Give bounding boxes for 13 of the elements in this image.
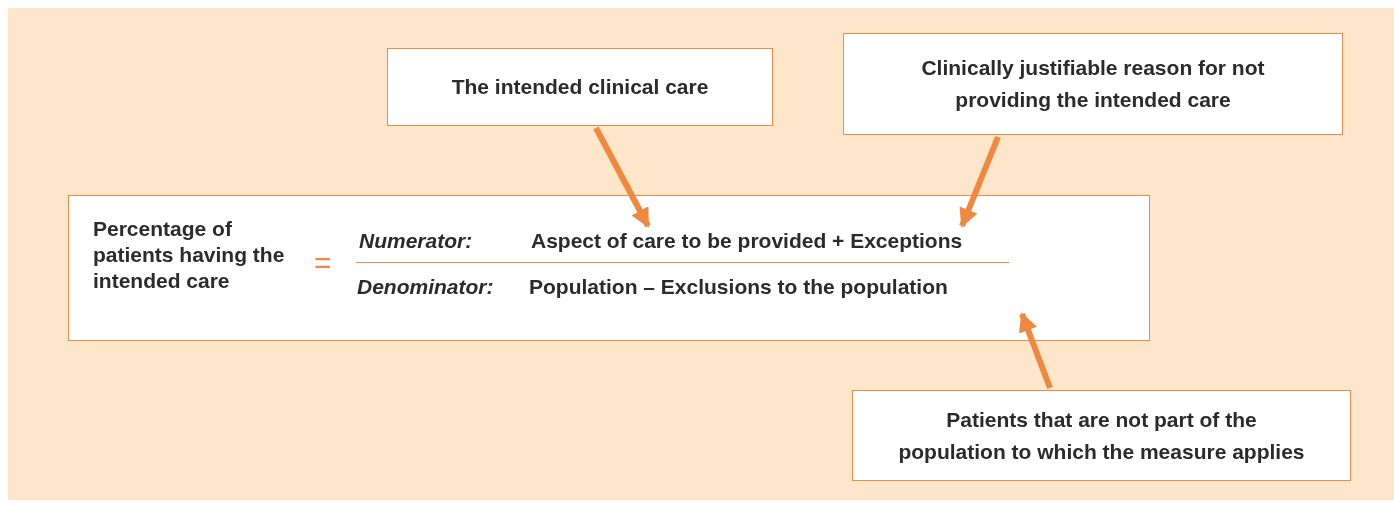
numerator-label: Numerator: — [359, 228, 473, 254]
callout-box: Clinically justifiable reason for not providing the intended care — [843, 33, 1343, 135]
arrow — [1019, 312, 1053, 390]
callout-box: The intended clinical care — [387, 48, 773, 126]
denominator-label: Denominator: — [357, 274, 494, 300]
numerator-expression: Aspect of care to be provided + Exceptions — [531, 228, 963, 254]
arrow — [593, 126, 651, 228]
formula-label: Percentage of patients having the intended care — [93, 216, 293, 294]
callout-box: Patients that are not part of the population to which the measure applies — [852, 390, 1351, 481]
formula-box — [68, 195, 1150, 341]
denominator-expression: Population – Exclusions to the population — [529, 274, 948, 300]
arrow — [959, 135, 1001, 228]
equals-sign: = — [314, 250, 338, 276]
